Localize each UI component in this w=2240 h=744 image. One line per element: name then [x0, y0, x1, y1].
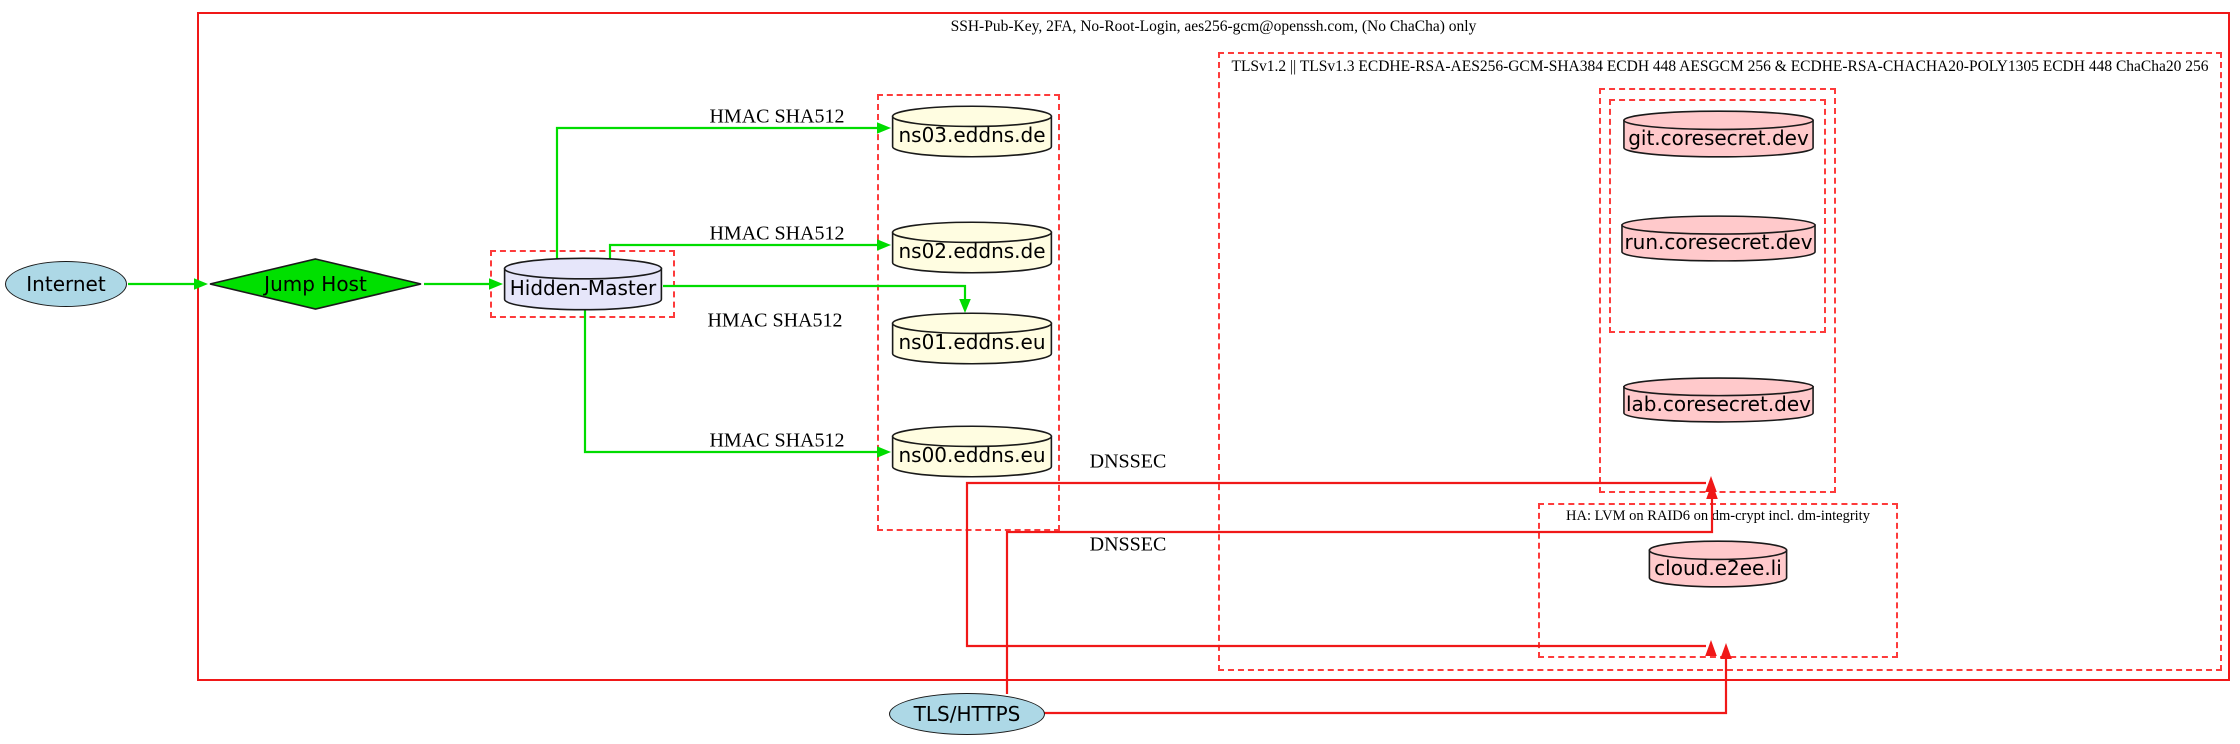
arrowhead-ns03 [877, 122, 891, 134]
diamond-shape [208, 258, 423, 310]
green-edges [128, 126, 967, 454]
node-ns00: ns00.eddns.eu [891, 425, 1053, 478]
arrowhead-ns01 [959, 299, 971, 313]
arrowhead-ha-1 [1705, 640, 1717, 656]
node-ns02: ns02.eddns.de [891, 221, 1053, 274]
edge-hiddenmaster-ns02 [608, 243, 877, 262]
node-git: git.coresecret.dev [1622, 110, 1815, 158]
edge-label-hmac-ns03: HMAC SHA512 [709, 105, 845, 128]
node-internet: Internet [5, 261, 127, 307]
cluster-nameservers [877, 94, 1060, 531]
cluster-ssh-zone: SSH-Pub-Key, 2FA, No-Root-Login, aes256-… [197, 12, 2230, 681]
node-run-label: run.coresecret.dev [1624, 230, 1813, 254]
node-internet-label: Internet [26, 272, 106, 296]
node-git-label: git.coresecret.dev [1628, 125, 1809, 150]
arrowhead-jumphost [194, 278, 208, 290]
cylinder-shape [1620, 215, 1817, 262]
node-jump-host: Jump Host [208, 258, 423, 310]
cylinder-shape [891, 425, 1053, 478]
node-jump-host-label: Jump Host [264, 272, 367, 296]
node-ns03: ns03.eddns.de [891, 105, 1053, 158]
edge-label-dnssec-top: DNSSEC [1089, 450, 1167, 473]
cluster-ha-storage: HA: LVM on RAID6 on dm-crypt incl. dm-in… [1538, 503, 1898, 658]
node-hidden-master: Hidden-Master [503, 257, 663, 311]
edge-label-hmac-ns00: HMAC SHA512 [709, 429, 845, 452]
node-hidden-master-label: Hidden-Master [509, 275, 657, 300]
red-arrowheads [1705, 476, 1732, 659]
cluster-coresecret-inner [1609, 99, 1826, 333]
cylinder-shape [1622, 377, 1815, 423]
cluster-ha-label: HA: LVM on RAID6 on dm-crypt incl. dm-in… [1566, 508, 1870, 524]
cylinder-shape [891, 105, 1053, 158]
node-ns01: ns01.eddns.eu [891, 312, 1053, 365]
cluster-tls-label: TLSv1.2 || TLSv1.3 ECDHE-RSA-AES256-GCM-… [1231, 58, 2209, 75]
node-ns02-label: ns02.eddns.de [898, 239, 1046, 263]
edge-hiddenmaster-ns03 [555, 126, 877, 262]
node-ns00-label: ns00.eddns.eu [898, 443, 1046, 467]
node-cloud: cloud.e2ee.li [1648, 540, 1788, 588]
cluster-ssh-label: SSH-Pub-Key, 2FA, No-Root-Login, aes256-… [950, 18, 1477, 35]
arrowhead-coresecret-1 [1705, 476, 1717, 492]
edge-hiddenmaster-ns00 [583, 309, 877, 454]
node-ns01-label: ns01.eddns.eu [898, 330, 1046, 354]
cylinder-shape [503, 257, 663, 311]
red-edges [965, 481, 1728, 715]
arrowhead-ns02 [877, 239, 891, 251]
edge-hiddenmaster-ns01 [663, 284, 967, 300]
arrowhead-ha-2 [1720, 643, 1732, 659]
edge-label-dnssec-bottom: DNSSEC [1089, 533, 1167, 556]
arrowhead-hiddenmaster [489, 278, 503, 290]
cylinder-shape [1648, 540, 1788, 588]
cluster-coresecret-outer [1599, 88, 1836, 493]
node-lab-label: lab.coresecret.dev [1625, 391, 1812, 416]
node-ns03-label: ns03.eddns.de [898, 123, 1046, 147]
node-tls-https: TLS/HTTPS [889, 693, 1045, 735]
edge-tlshttps-to-ha [1044, 659, 1728, 715]
cluster-tls-zone: TLSv1.2 || TLSv1.3 ECDHE-RSA-AES256-GCM-… [1218, 52, 2222, 671]
cylinder-shape [891, 221, 1053, 274]
edge-label-hmac-ns02: HMAC SHA512 [709, 222, 845, 245]
node-tls-https-label: TLS/HTTPS [913, 702, 1021, 726]
arrowhead-ns00 [877, 446, 891, 458]
arrowhead-coresecret-2 [1706, 483, 1718, 499]
cylinder-shape [1622, 110, 1815, 158]
cylinder-shape [891, 312, 1053, 365]
green-arrowheads [194, 122, 971, 458]
node-cloud-label: cloud.e2ee.li [1654, 555, 1782, 580]
edge-label-hmac-ns01: HMAC SHA512 [707, 309, 843, 332]
edge-tlshttps-to-coresecret [1005, 499, 1714, 694]
node-lab: lab.coresecret.dev [1622, 377, 1815, 423]
edge-dnssec-to-coresecret [965, 481, 1706, 648]
node-run: run.coresecret.dev [1620, 215, 1817, 262]
